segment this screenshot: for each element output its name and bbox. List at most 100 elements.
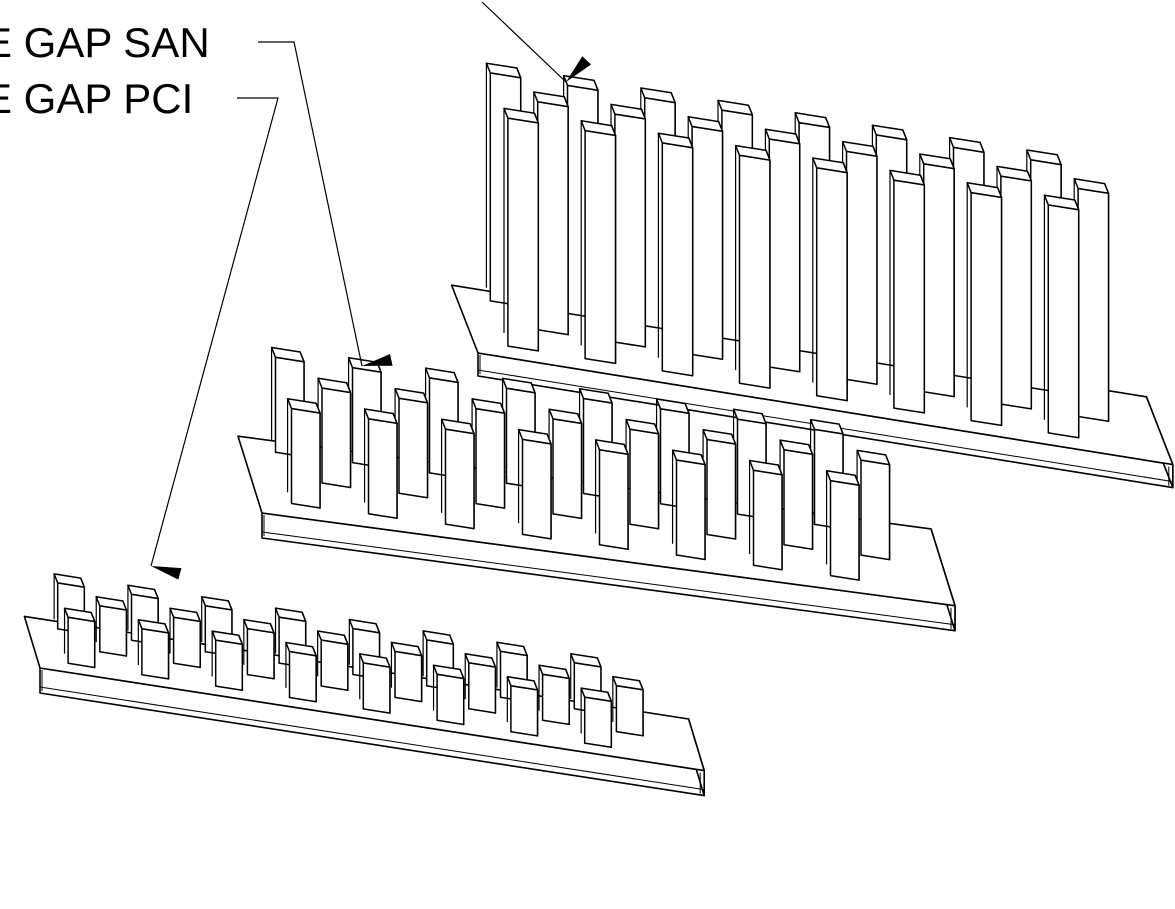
pin-top-face — [548, 408, 583, 425]
pin-fin — [625, 418, 660, 530]
heatsink-san — [237, 346, 956, 632]
pin-front-face — [290, 407, 321, 509]
pin-front-face — [815, 167, 848, 402]
pin-fin — [538, 664, 570, 726]
pin-top-face — [610, 103, 647, 120]
pin-top-face — [316, 630, 349, 645]
pin-top-face — [317, 377, 352, 394]
pin-fin — [506, 675, 539, 737]
pin-front-face — [860, 459, 891, 561]
pin-top-face — [734, 144, 771, 161]
pin-top-face — [496, 641, 528, 657]
pin-fin — [702, 429, 737, 540]
pin-top-face — [578, 387, 613, 404]
pin-front-face — [970, 191, 1003, 427]
pin-top-face — [358, 653, 391, 668]
pin-top-face — [503, 107, 540, 124]
heatsink-pci — [23, 573, 706, 797]
pin-fin — [812, 157, 848, 402]
pin-front-face — [367, 418, 398, 520]
pin-top-face — [671, 449, 706, 466]
pin-top-face — [764, 128, 801, 145]
pin-fin — [966, 182, 1003, 427]
pin-fin — [394, 387, 429, 499]
pin-front-face — [398, 397, 429, 499]
pin-front-face — [541, 673, 570, 726]
pin-top-face — [211, 630, 244, 646]
pin-fin — [432, 664, 465, 726]
pin-fin — [503, 107, 540, 352]
pin-fin — [841, 140, 878, 385]
leader-arrow-pci — [150, 97, 279, 580]
pin-top-face — [809, 418, 844, 435]
pin-fin — [464, 653, 497, 714]
pin-top-face — [1026, 149, 1062, 166]
pin-top-face — [95, 596, 128, 611]
pin-fin — [594, 439, 629, 550]
pin-fin — [779, 439, 814, 551]
leader-lines — [150, 1, 592, 580]
pin-front-face — [738, 154, 771, 389]
pin-fin — [440, 418, 475, 530]
pin-fin — [63, 607, 96, 669]
pin-fin — [517, 428, 552, 540]
pin-front-face — [768, 138, 801, 373]
pin-front-face — [214, 639, 244, 692]
pin-top-face — [612, 675, 644, 691]
pin-fin — [286, 397, 321, 509]
pin-front-face — [783, 449, 814, 551]
pin-front-face — [893, 179, 926, 414]
pin-top-face — [594, 439, 629, 455]
pin-top-face — [538, 664, 570, 680]
pin-top-face — [63, 607, 96, 623]
pin-front-face — [444, 428, 475, 530]
pin-top-face — [748, 459, 783, 476]
pin-front-face — [629, 428, 660, 530]
pin-top-face — [919, 153, 955, 170]
pin-fin — [390, 641, 423, 703]
pin-top-face — [501, 377, 536, 394]
pin-fin — [211, 630, 244, 692]
pin-front-face — [829, 479, 860, 581]
pin-front-face — [521, 438, 552, 540]
pin-front-face — [436, 673, 465, 726]
pin-fin — [657, 132, 694, 377]
pin-top-face — [640, 87, 676, 104]
pin-top-face — [394, 387, 429, 404]
pin-top-face — [137, 618, 170, 634]
pin-front-face — [321, 387, 352, 489]
pin-top-face — [812, 157, 848, 174]
pin-fin — [825, 470, 860, 581]
pin-front-face — [598, 448, 629, 550]
pin-fin — [137, 618, 170, 680]
label-e-gap-san: E GAP SAN — [0, 19, 210, 66]
pin-top-face — [966, 182, 1003, 199]
pin-top-face — [825, 470, 860, 486]
pin-front-face — [99, 605, 128, 657]
pin-front-face — [468, 662, 497, 714]
pin-front-face — [320, 639, 349, 691]
pin-top-face — [363, 408, 398, 425]
leader-arrow-top — [481, 1, 592, 83]
pin-fin — [243, 618, 275, 680]
pin-front-face — [661, 142, 694, 377]
pin-front-face — [510, 684, 539, 737]
pin-top-face — [270, 346, 305, 363]
pin-top-face — [533, 91, 569, 108]
pin-fin — [1043, 194, 1080, 439]
pin-front-face — [394, 650, 423, 703]
pin-top-face — [285, 641, 317, 657]
pin-front-face — [584, 129, 617, 365]
pin-fin — [671, 449, 706, 561]
pin-front-face — [752, 469, 783, 571]
pin-top-face — [1043, 194, 1080, 211]
pin-top-face — [948, 136, 985, 153]
pin-top-face — [440, 418, 475, 435]
pin-fin — [612, 675, 644, 737]
pin-top-face — [732, 408, 767, 425]
pin-top-face — [996, 165, 1033, 182]
pin-front-face — [288, 650, 317, 703]
pin-front-face — [706, 438, 737, 540]
pin-front-face — [475, 407, 506, 509]
